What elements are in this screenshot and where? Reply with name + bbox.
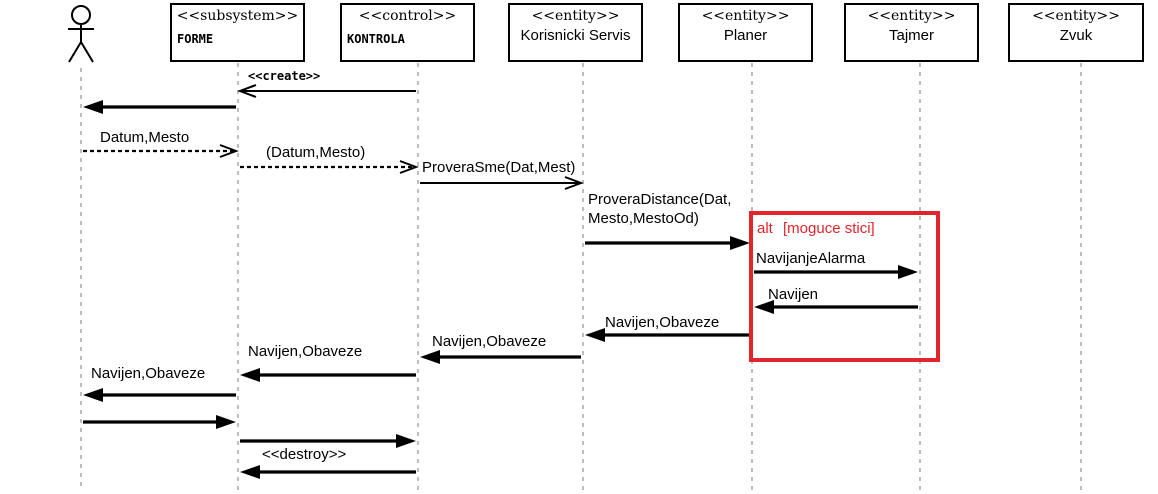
arrowhead-filled xyxy=(83,388,103,402)
participant-stereotype: <<entity>> xyxy=(868,8,956,24)
actor-head xyxy=(71,5,91,25)
participant-stereotype: <<entity>> xyxy=(1032,8,1120,24)
message-arrow: <<destroy>> xyxy=(240,446,416,479)
message-label: <<destroy>> xyxy=(262,446,346,463)
participant-stereotype: <<subsystem>> xyxy=(177,8,299,24)
participant-name: Korisnicki Servis xyxy=(520,27,630,44)
participant-name: Zvuk xyxy=(1060,27,1093,44)
participant-planer: <<entity>> Planer xyxy=(678,3,813,490)
message-label: ProveraDistance(Dat, xyxy=(588,191,731,208)
participant-stereotype: <<control>> xyxy=(359,8,456,24)
message-label: ProveraSme(Dat,Mest) xyxy=(422,159,575,176)
arrowhead-filled xyxy=(585,328,605,342)
message-arrow: Navijen xyxy=(754,286,918,314)
message-label: Navijen,Obaveze xyxy=(248,343,362,360)
actor-left-leg xyxy=(68,41,82,63)
message-arrow xyxy=(83,415,236,429)
message-arrow xyxy=(83,100,236,114)
message-label: (Datum,Mesto) xyxy=(266,144,365,161)
participant-actor xyxy=(68,5,94,490)
participant-stereotype: <<entity>> xyxy=(532,8,620,24)
arrowhead-open xyxy=(564,176,584,190)
arrowhead-filled xyxy=(216,415,236,429)
arrowhead-filled xyxy=(83,100,103,114)
arrowhead-filled xyxy=(240,368,260,382)
fragment-frame xyxy=(749,211,940,362)
message-arrow: Datum,Mesto xyxy=(83,129,239,158)
message-label: <<create>> xyxy=(248,69,320,83)
message-label: NavijanjeAlarma xyxy=(756,250,866,267)
participant-name: Tajmer xyxy=(889,27,934,44)
arrowhead-filled xyxy=(240,465,260,479)
arrowhead-filled xyxy=(754,300,774,314)
arrowhead-filled xyxy=(898,265,918,279)
arrowhead-open xyxy=(399,160,419,174)
arrowhead-open xyxy=(237,84,257,98)
message-arrow: Navijen,Obaveze xyxy=(240,343,416,382)
participant-box xyxy=(508,3,643,62)
message-arrow: ProveraSme(Dat,Mest) xyxy=(420,159,584,190)
participant-stereotype: <<entity>> xyxy=(702,8,790,24)
participant-name: FORME xyxy=(177,32,213,46)
message-arrow: Navijen,Obaveze xyxy=(585,314,750,342)
message-label: Navijen,Obaveze xyxy=(605,314,719,331)
fragment-guard: [moguce stici] xyxy=(783,220,875,237)
arrowhead-filled xyxy=(420,350,440,364)
alt-fragment: alt [moguce stici] xyxy=(749,211,940,362)
message-label: Navijen xyxy=(768,286,818,303)
message-label: Navijen,Obaveze xyxy=(91,365,205,382)
message-arrow xyxy=(240,434,416,448)
message-arrow: NavijanjeAlarma xyxy=(754,250,918,279)
message-arrow: Navijen,Obaveze xyxy=(420,333,581,364)
message-arrow: ProveraDistance(Dat, Mesto,MestoOd) xyxy=(585,191,750,250)
participant-tajmer: <<entity>> Tajmer xyxy=(844,3,979,490)
message-label: Mesto,MestoOd) xyxy=(588,210,699,227)
participant-zvuk: <<entity>> Zvuk xyxy=(1008,3,1144,490)
message-label: Datum,Mesto xyxy=(100,129,189,146)
participant-name: KONTROLA xyxy=(347,32,406,46)
participant-box xyxy=(678,3,813,62)
message-arrow: Navijen,Obaveze xyxy=(83,365,236,402)
participant-box xyxy=(1008,3,1144,62)
message-label: Navijen,Obaveze xyxy=(432,333,546,350)
message-arrow: (Datum,Mesto) xyxy=(240,144,419,174)
participant-box xyxy=(340,3,475,62)
arrowhead-filled xyxy=(730,236,750,250)
message-arrow: <<create>> xyxy=(237,69,416,98)
participant-kontrola: <<control>> KONTROLA xyxy=(340,3,475,490)
participant-box xyxy=(170,3,305,62)
participant-korisnicki: <<entity>> Korisnicki Servis xyxy=(508,3,643,490)
fragment-operator: alt xyxy=(757,220,774,237)
arrowhead-open xyxy=(219,144,239,158)
arrowhead-filled xyxy=(396,434,416,448)
participant-name: Planer xyxy=(724,27,767,44)
actor-right-leg xyxy=(80,41,94,63)
participant-box xyxy=(844,3,979,62)
participant-forme: <<subsystem>> FORME xyxy=(170,3,305,490)
